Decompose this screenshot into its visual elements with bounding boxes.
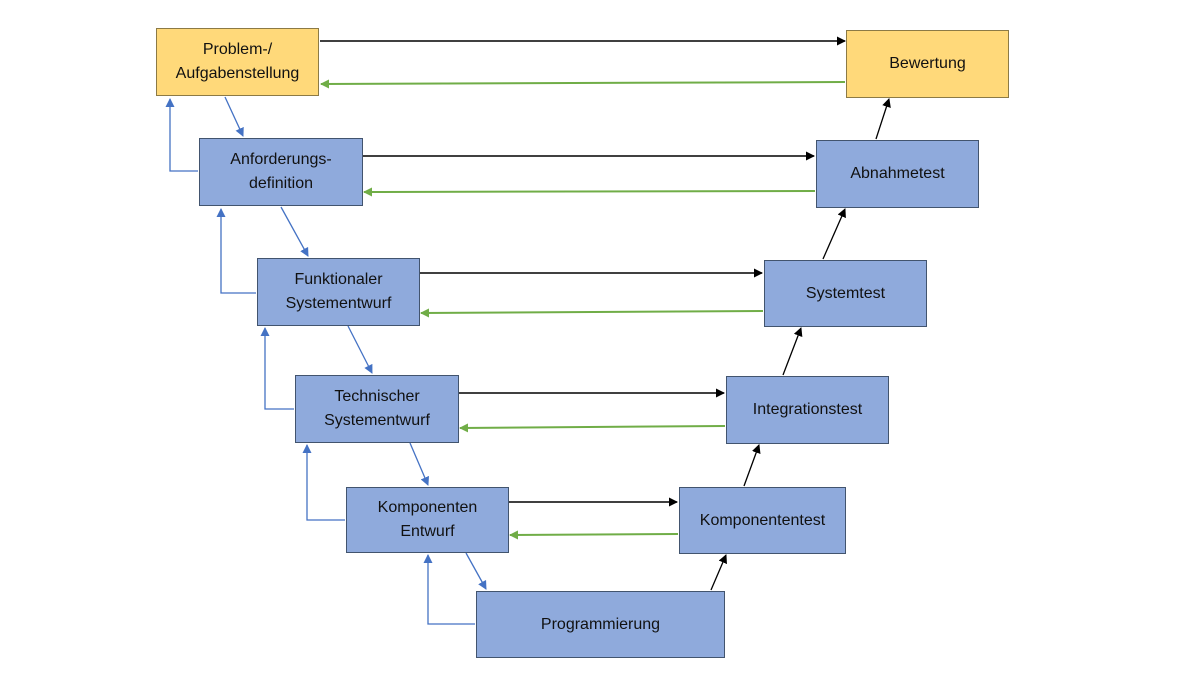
up-arrow-programmierung-komponententest [710, 554, 727, 591]
up-arrow-programmierung-komponenten [423, 554, 475, 625]
up-arrow-integrationstest-systemtest [782, 327, 803, 376]
box-technischer-systementwurf: Technischer Systementwurf [295, 375, 459, 443]
up-arrow-technisch-funktional [260, 327, 294, 410]
box-technischer-systementwurf-label: Technischer Systementwurf [324, 388, 430, 429]
box-anforderungsdefinition: Anforderungs- definition [199, 138, 363, 206]
box-systemtest: Systemtest [764, 260, 927, 327]
box-integrationstest-label: Integrationstest [752, 401, 863, 418]
feedback-arrow-systemtest-funktional [420, 308, 764, 318]
box-funktionaler-systementwurf-label: Funktionaler Systementwurf [285, 271, 392, 312]
box-komponenten-entwurf-label: Komponenten Entwurf [377, 499, 478, 540]
up-arrow-anforderung-problem [165, 98, 198, 172]
feedback-arrow-integrationstest-technisch [459, 423, 726, 433]
box-abnahmetest: Abnahmetest [816, 140, 979, 208]
feedback-arrow-komponententest-komponenten [509, 530, 679, 540]
box-komponenten-entwurf: Komponenten Entwurf [346, 487, 509, 553]
up-arrow-komponenten-technisch [302, 444, 345, 521]
up-arrow-systemtest-abnahmetest [822, 208, 846, 260]
box-problem-aufgabenstellung: Problem-/ Aufgabenstellung [156, 28, 319, 96]
feedback-arrow-abnahmetest-anforderung [363, 187, 816, 197]
up-arrow-funktional-anforderung [216, 208, 256, 294]
box-anforderungsdefinition-label: Anforderungs- definition [230, 151, 332, 192]
box-bewertung-label: Bewertung [889, 55, 966, 72]
box-programmierung-label: Programmierung [540, 615, 661, 633]
down-arrow-problem-anforderung [224, 96, 244, 137]
down-arrow-technisch-komponenten [409, 442, 429, 486]
box-bewertung: Bewertung [846, 30, 1009, 98]
box-abnahmetest-label: Abnahmetest [850, 165, 945, 182]
box-systemtest-label: Systemtest [805, 284, 886, 302]
up-arrow-komponententest-integrationstest [743, 444, 761, 487]
box-integrationstest: Integrationstest [726, 376, 889, 444]
box-programmierung: Programmierung [476, 591, 725, 658]
box-komponententest-label: Komponententest [699, 511, 826, 529]
down-arrow-anforderung-funktional [280, 206, 309, 257]
down-arrow-komponenten-programmierung [465, 552, 487, 590]
up-arrow-abnahmetest-bewertung [875, 98, 891, 140]
box-problem-aufgabenstellung-label: Problem-/ Aufgabenstellung [175, 41, 300, 82]
feedback-arrow-bewertung-problem [320, 79, 846, 89]
box-funktionaler-systementwurf: Funktionaler Systementwurf [257, 258, 420, 326]
box-komponententest: Komponententest [679, 487, 846, 554]
down-arrow-funktional-technisch [347, 325, 373, 374]
